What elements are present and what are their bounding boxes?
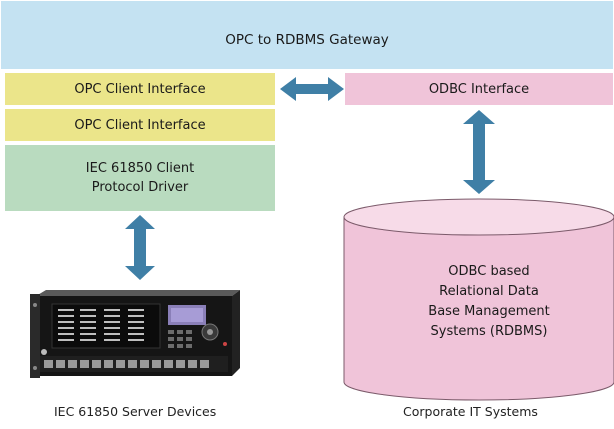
- it-systems-caption: Corporate IT Systems: [403, 404, 538, 419]
- database-line-4: Systems (RDBMS): [430, 324, 548, 339]
- iec-driver-line-1: IEC 61850 Client: [85, 161, 195, 176]
- server-devices-caption: IEC 61850 Server Devices: [54, 404, 217, 419]
- odbc-database-double-arrow: [463, 110, 495, 194]
- iec-driver-line-2: Protocol Driver: [91, 180, 189, 195]
- opc-client-interface-label-2: OPC Client Interface: [74, 117, 206, 133]
- database-line-1: ODBC based: [448, 264, 530, 279]
- horizontal-double-arrow: [280, 77, 344, 101]
- gateway-label: OPC to RDBMS Gateway: [225, 32, 389, 48]
- gateway-box: OPC to RDBMS Gateway: [0, 0, 614, 70]
- odbc-interface-label: ODBC Interface: [428, 81, 530, 97]
- opc-client-interface-box-1: OPC Client Interface: [4, 72, 276, 106]
- relay-device-icon: [30, 290, 240, 378]
- database-line-3: Base Management: [428, 304, 550, 319]
- iec-client-driver-box: IEC 61850 Client Protocol Driver: [4, 144, 276, 212]
- opc-client-interface-box-2: OPC Client Interface: [4, 108, 276, 142]
- database-line-2: Relational Data: [439, 284, 539, 299]
- opc-client-interface-label-1: OPC Client Interface: [74, 81, 206, 97]
- odbc-interface-box: ODBC Interface: [344, 72, 614, 106]
- database-cylinder-icon: [343, 198, 614, 401]
- driver-devices-double-arrow: [125, 215, 155, 280]
- database-label: ODBC based Relational Data Base Manageme…: [414, 262, 564, 342]
